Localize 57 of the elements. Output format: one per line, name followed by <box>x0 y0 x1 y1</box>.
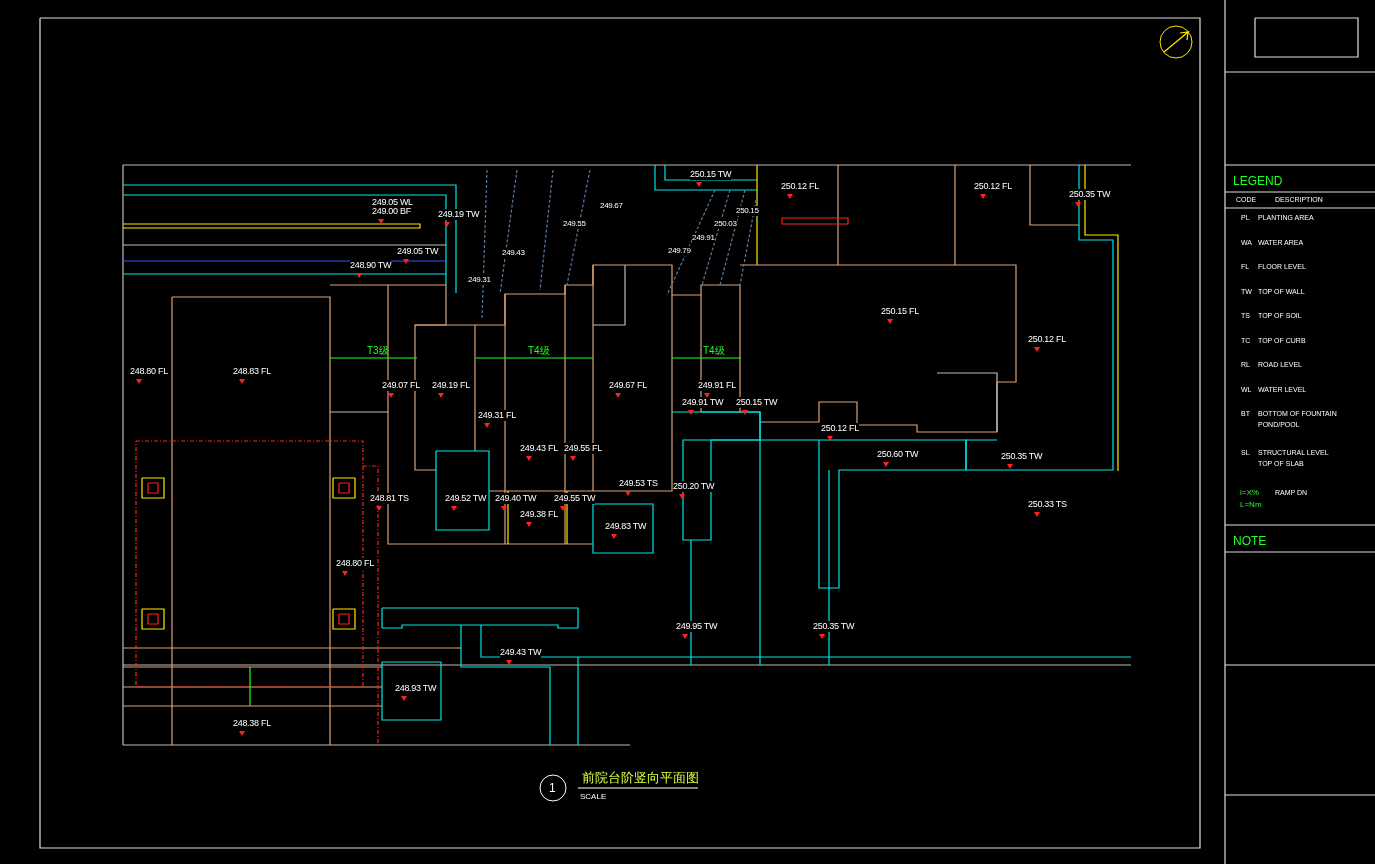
elevation-label: 250.15 TW <box>736 397 778 408</box>
ramp-note: L=Nm <box>1240 500 1262 510</box>
elevation-label: 248.80 FL <box>336 558 374 569</box>
drawing-number: 1 <box>549 781 556 795</box>
elevation-label: 249.40 TW <box>495 493 537 504</box>
elevation-label: 249.67 FL <box>609 380 647 391</box>
elevation-label: 248.81 TS <box>370 493 409 504</box>
contour-label: 249.67 <box>600 201 623 211</box>
drawing-title: 前院台阶竖向平面图 <box>582 770 699 785</box>
contour-label: 249.31 <box>468 275 491 285</box>
elevation-label: 248.80 FL <box>130 366 168 377</box>
elevation-label: 248.83 FL <box>233 366 271 377</box>
elevation-label: 250.15 TW <box>690 169 732 180</box>
elevation-label: 250.60 TW <box>877 449 919 460</box>
elevation-label: 249.07 FL <box>382 380 420 391</box>
elevation-label: 249.43 FL <box>520 443 558 454</box>
elevation-label: 250.35 TW <box>1001 451 1043 462</box>
elevation-label: 249.83 TW <box>605 521 647 532</box>
elevation-label: 250.33 TS <box>1028 499 1067 510</box>
elevation-label: 249.91 TW <box>682 397 724 408</box>
elevation-label: 250.35 TW <box>1069 189 1111 200</box>
elevation-label: 248.90 TW <box>350 260 392 271</box>
elevation-label: 249.43 TW <box>500 647 542 658</box>
elevation-label: 249.53 TS <box>619 478 658 489</box>
elevation-label: 249.00 BF <box>372 206 411 217</box>
step-label: T3级 <box>367 345 389 357</box>
elevation-label: 250.15 FL <box>881 306 919 317</box>
contour-label: 250.15 <box>736 206 759 216</box>
elevation-label: 248.93 TW <box>395 683 437 694</box>
contour-label: 249.55 <box>563 219 586 229</box>
ramp-note: i=X% <box>1240 488 1259 498</box>
legend-heading: NOTE <box>1233 534 1267 548</box>
elevation-label: 249.05 TW <box>397 246 439 257</box>
legend-heading: LEGEND <box>1233 174 1283 188</box>
elevation-label: 249.91 FL <box>698 380 736 391</box>
contour-label: 250.03 <box>714 219 737 229</box>
elevation-label: 249.52 TW <box>445 493 487 504</box>
elevation-label: 250.35 TW <box>813 621 855 632</box>
contour-label: 249.79 <box>668 246 691 256</box>
elevation-label: 249.19 FL <box>432 380 470 391</box>
elevation-label: 249.31 FL <box>478 410 516 421</box>
elevation-label: 249.19 TW <box>438 209 480 220</box>
elevation-label: 249.55 TW <box>554 493 596 504</box>
elevation-label: 249.55 FL <box>564 443 602 454</box>
elevation-label: 249.38 FL <box>520 509 558 520</box>
elevation-label: 250.12 FL <box>821 423 859 434</box>
contour-label: 249.91 <box>692 233 715 243</box>
step-label: T4级 <box>528 345 550 357</box>
elevation-label: 250.20 TW <box>673 481 715 492</box>
elevation-label: 250.12 FL <box>1028 334 1066 345</box>
elevation-label: 250.12 FL <box>974 181 1012 192</box>
scale-label: SCALE <box>580 792 607 802</box>
elevation-label: 250.12 FL <box>781 181 819 192</box>
step-label: T4级 <box>703 345 725 357</box>
contour-label: 249.43 <box>502 248 525 258</box>
elevation-label: 249.95 TW <box>676 621 718 632</box>
elevation-label: 248.38 FL <box>233 718 271 729</box>
